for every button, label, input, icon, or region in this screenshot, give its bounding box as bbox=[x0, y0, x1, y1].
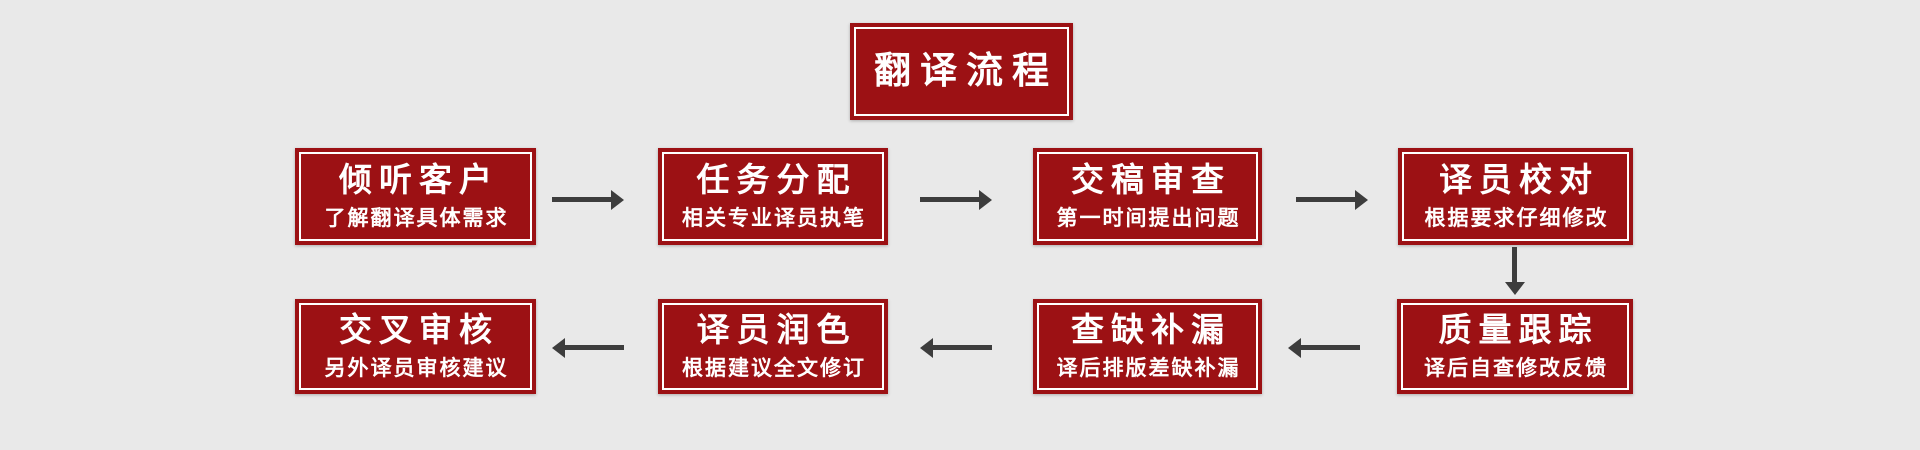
step-title: 译员润色 bbox=[696, 311, 857, 349]
arrow-left-icon bbox=[552, 338, 624, 358]
step-box-quality-tracking: 质量跟踪 译后自查修改反馈 bbox=[1397, 299, 1633, 394]
step-subtitle: 根据建议全文修订 bbox=[682, 356, 866, 380]
step-subtitle: 相关专业译员执笔 bbox=[682, 206, 866, 230]
step-subtitle: 另外译员审核建议 bbox=[324, 356, 509, 380]
step-title: 倾听客户 bbox=[339, 161, 499, 199]
flow-title-inner: 翻译流程 bbox=[854, 27, 1069, 116]
step-title: 查缺补漏 bbox=[1071, 311, 1231, 349]
flow-title-box: 翻译流程 bbox=[850, 23, 1073, 120]
step-title: 交叉审核 bbox=[339, 311, 499, 349]
step-subtitle: 译后自查修改反馈 bbox=[1424, 356, 1608, 380]
step-title: 交稿审查 bbox=[1071, 161, 1231, 199]
arrow-left-icon bbox=[1288, 338, 1360, 358]
step-subtitle: 第一时间提出问题 bbox=[1056, 206, 1241, 230]
arrow-right-icon bbox=[552, 190, 624, 210]
arrow-right-icon bbox=[1296, 190, 1368, 210]
step-box-task-assignment: 任务分配 相关专业译员执笔 bbox=[658, 148, 888, 245]
step-title: 译员校对 bbox=[1439, 161, 1599, 199]
arrow-down-icon bbox=[1505, 247, 1525, 295]
step-box-listen-customer: 倾听客户 了解翻译具体需求 bbox=[295, 148, 536, 245]
arrow-right-icon bbox=[920, 190, 992, 210]
step-title: 任务分配 bbox=[696, 161, 857, 199]
step-subtitle: 根据要求仔细修改 bbox=[1424, 206, 1609, 230]
arrow-left-icon bbox=[920, 338, 992, 358]
step-box-translator-polish: 译员润色 根据建议全文修订 bbox=[658, 299, 888, 394]
flow-title-label: 翻译流程 bbox=[874, 50, 1058, 92]
step-box-cross-review: 交叉审核 另外译员审核建议 bbox=[295, 299, 536, 394]
step-subtitle: 译后排版差缺补漏 bbox=[1056, 356, 1241, 380]
step-box-translator-proofread: 译员校对 根据要求仔细修改 bbox=[1398, 148, 1633, 245]
step-box-draft-review: 交稿审查 第一时间提出问题 bbox=[1033, 148, 1262, 245]
step-title: 质量跟踪 bbox=[1438, 311, 1599, 349]
step-subtitle: 了解翻译具体需求 bbox=[324, 206, 509, 230]
step-box-gap-filling: 查缺补漏 译后排版差缺补漏 bbox=[1033, 299, 1262, 394]
